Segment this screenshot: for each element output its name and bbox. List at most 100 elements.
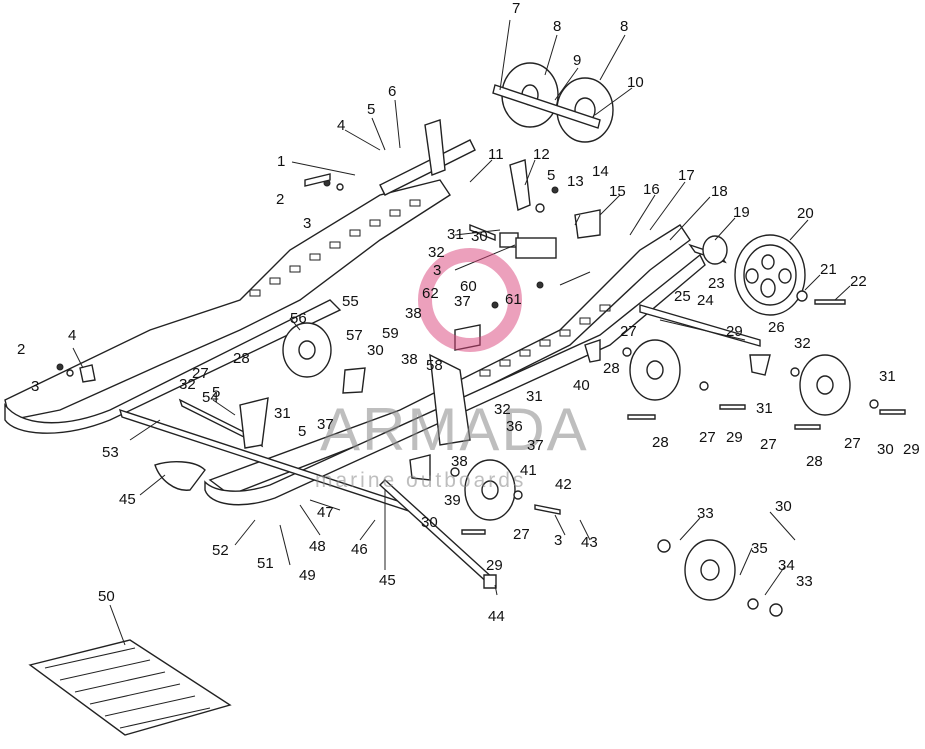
callout-label: 5: [367, 101, 375, 118]
callout-label: 28: [603, 360, 620, 377]
callout-label: 37: [454, 293, 471, 310]
callout-label: 13: [567, 173, 584, 190]
callout-label: 37: [527, 437, 544, 454]
callout-label: 30: [367, 342, 384, 359]
cross-shafts: [118, 139, 761, 586]
callout-label: 60: [460, 278, 477, 295]
callout-label: 45: [119, 491, 136, 508]
rear-idler-wheel: [688, 234, 806, 316]
watermark-tagline: marine outboards: [315, 469, 526, 492]
callout-label: 53: [102, 444, 119, 461]
callout-label: 21: [820, 261, 837, 278]
callout-label: 54: [202, 389, 219, 406]
leader-lines: [72, 19, 851, 646]
callout-label: 61: [505, 291, 522, 308]
callout-label: 2: [276, 191, 284, 208]
callout-label: 32: [794, 335, 811, 352]
callout-label: 36: [506, 418, 523, 435]
callout-label: 33: [796, 573, 813, 590]
callout-label: 12: [533, 146, 550, 163]
idler-wheel-pair: [492, 62, 614, 143]
callout-label: 40: [573, 377, 590, 394]
callout-label: 29: [486, 557, 503, 574]
callout-label: 6: [388, 83, 396, 100]
callout-label: 31: [756, 400, 773, 417]
callout-label: 38: [401, 351, 418, 368]
callout-label: 30: [775, 498, 792, 515]
callout-label: 28: [233, 350, 250, 367]
callout-label: 57: [346, 327, 363, 344]
callout-label: 17: [678, 167, 695, 184]
callout-label: 26: [768, 319, 785, 336]
callout-label: 18: [711, 183, 728, 200]
callout-label: 7: [512, 0, 520, 17]
callout-label: 44: [488, 608, 505, 625]
callout-label: 5: [298, 423, 306, 440]
callout-label: 30: [421, 514, 438, 531]
callout-label: 35: [751, 540, 768, 557]
callout-label: 28: [806, 453, 823, 470]
callout-label: 45: [379, 572, 396, 589]
callout-label: 27: [192, 365, 209, 382]
callout-label: 32: [179, 376, 196, 393]
callout-label: 27: [760, 436, 777, 453]
callout-label: 50: [98, 588, 115, 605]
callout-label: 27: [620, 323, 637, 340]
callout-label: 52: [212, 542, 229, 559]
callout-label: 31: [526, 388, 543, 405]
callout-label: 8: [620, 18, 628, 35]
callout-label: 38: [405, 305, 422, 322]
bogie-wheels: [282, 322, 851, 601]
callout-label: 2: [17, 341, 25, 358]
callout-label: 20: [797, 205, 814, 222]
callout-label: 9: [573, 52, 581, 69]
track-section: [28, 639, 232, 736]
callout-label: 29: [726, 323, 743, 340]
callout-label: 31: [447, 226, 464, 243]
callout-label: 23: [708, 275, 725, 292]
callout-label: 3: [31, 378, 39, 395]
callout-label: 8: [553, 18, 561, 35]
callout-label: 38: [451, 453, 468, 470]
callout-label: 30: [877, 441, 894, 458]
left-rail: [4, 179, 451, 434]
callout-label: 10: [627, 74, 644, 91]
callout-label: 3: [303, 215, 311, 232]
callout-label: 27: [844, 435, 861, 452]
callout-label: 49: [299, 567, 316, 584]
callout-label: 47: [317, 504, 334, 521]
callout-label: 29: [726, 429, 743, 446]
callout-label: 34: [778, 557, 795, 574]
callout-label: 25: [674, 288, 691, 305]
callout-label: 3: [554, 532, 562, 549]
callout-label: 28: [652, 434, 669, 451]
callout-label: 48: [309, 538, 326, 555]
callout-label: 41: [520, 462, 537, 479]
callout-label: 37: [317, 416, 334, 433]
callout-label: 27: [513, 526, 530, 543]
callout-label: 39: [444, 492, 461, 509]
callout-label: 42: [555, 476, 572, 493]
callout-label: 15: [609, 183, 626, 200]
callout-label: 22: [850, 273, 867, 290]
callout-label: 29: [903, 441, 920, 458]
callout-label: 59: [382, 325, 399, 342]
watermark-brand: ARMADA: [320, 396, 589, 463]
callouts: 1 2 3 2 3 4 5 6 7 8 8 9 10 11 12 5 13 14…: [17, 0, 920, 625]
callout-label: 55: [342, 293, 359, 310]
callout-label: 31: [274, 405, 291, 422]
callout-label: 3: [433, 262, 441, 279]
right-rail: [204, 224, 706, 506]
callout-label: 19: [733, 204, 750, 221]
hardware-bits: [56, 119, 906, 617]
callout-label: 27: [699, 429, 716, 446]
callout-label: 14: [592, 163, 609, 180]
callout-label: 51: [257, 555, 274, 572]
callout-label: 32: [428, 244, 445, 261]
callout-label: 16: [643, 181, 660, 198]
watermark-logo-circle: [418, 248, 522, 352]
callout-label: 31: [879, 368, 896, 385]
callout-label: 62: [422, 285, 439, 302]
